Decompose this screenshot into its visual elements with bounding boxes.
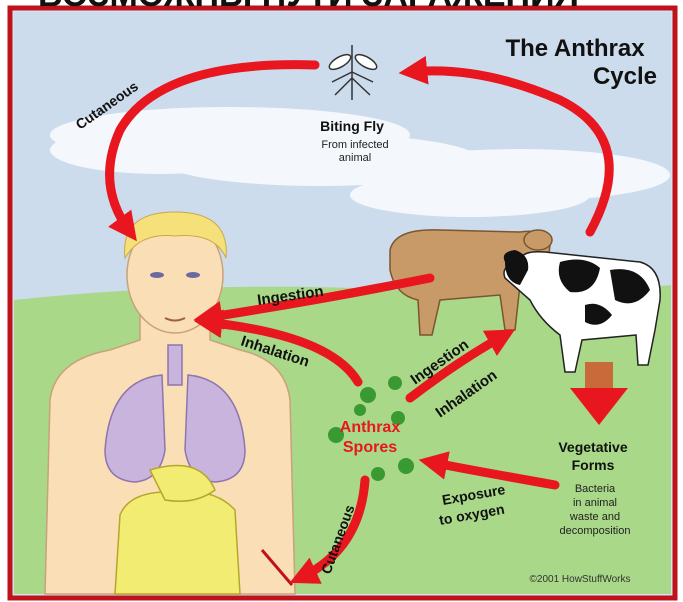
- title-line-1: The Anthrax: [505, 35, 645, 62]
- fly-sub-1: From infected: [321, 139, 388, 151]
- label-vegetative-line2: Forms: [572, 457, 615, 473]
- label-spores-line2: Spores: [343, 439, 397, 456]
- title-line-2: Cycle: [593, 63, 657, 90]
- fly-sub-2: animal: [339, 152, 371, 164]
- label-bacteria-2: in animal: [573, 497, 617, 509]
- label-vegetative-line1: Vegetative: [558, 439, 627, 455]
- label-bacteria-4: decomposition: [560, 525, 631, 537]
- label-spores-line1: Anthrax: [340, 419, 401, 436]
- fly-label: Biting Fly: [320, 118, 384, 134]
- label-bacteria-1: Bacteria: [575, 483, 616, 495]
- label-bacteria-3: waste and: [569, 511, 620, 523]
- copyright-text: ©2001 HowStuffWorks: [530, 574, 631, 585]
- header-text: ВОЗМОЖНЫ ПУТИ ЗАРАЖЕНИЯ: [38, 0, 579, 14]
